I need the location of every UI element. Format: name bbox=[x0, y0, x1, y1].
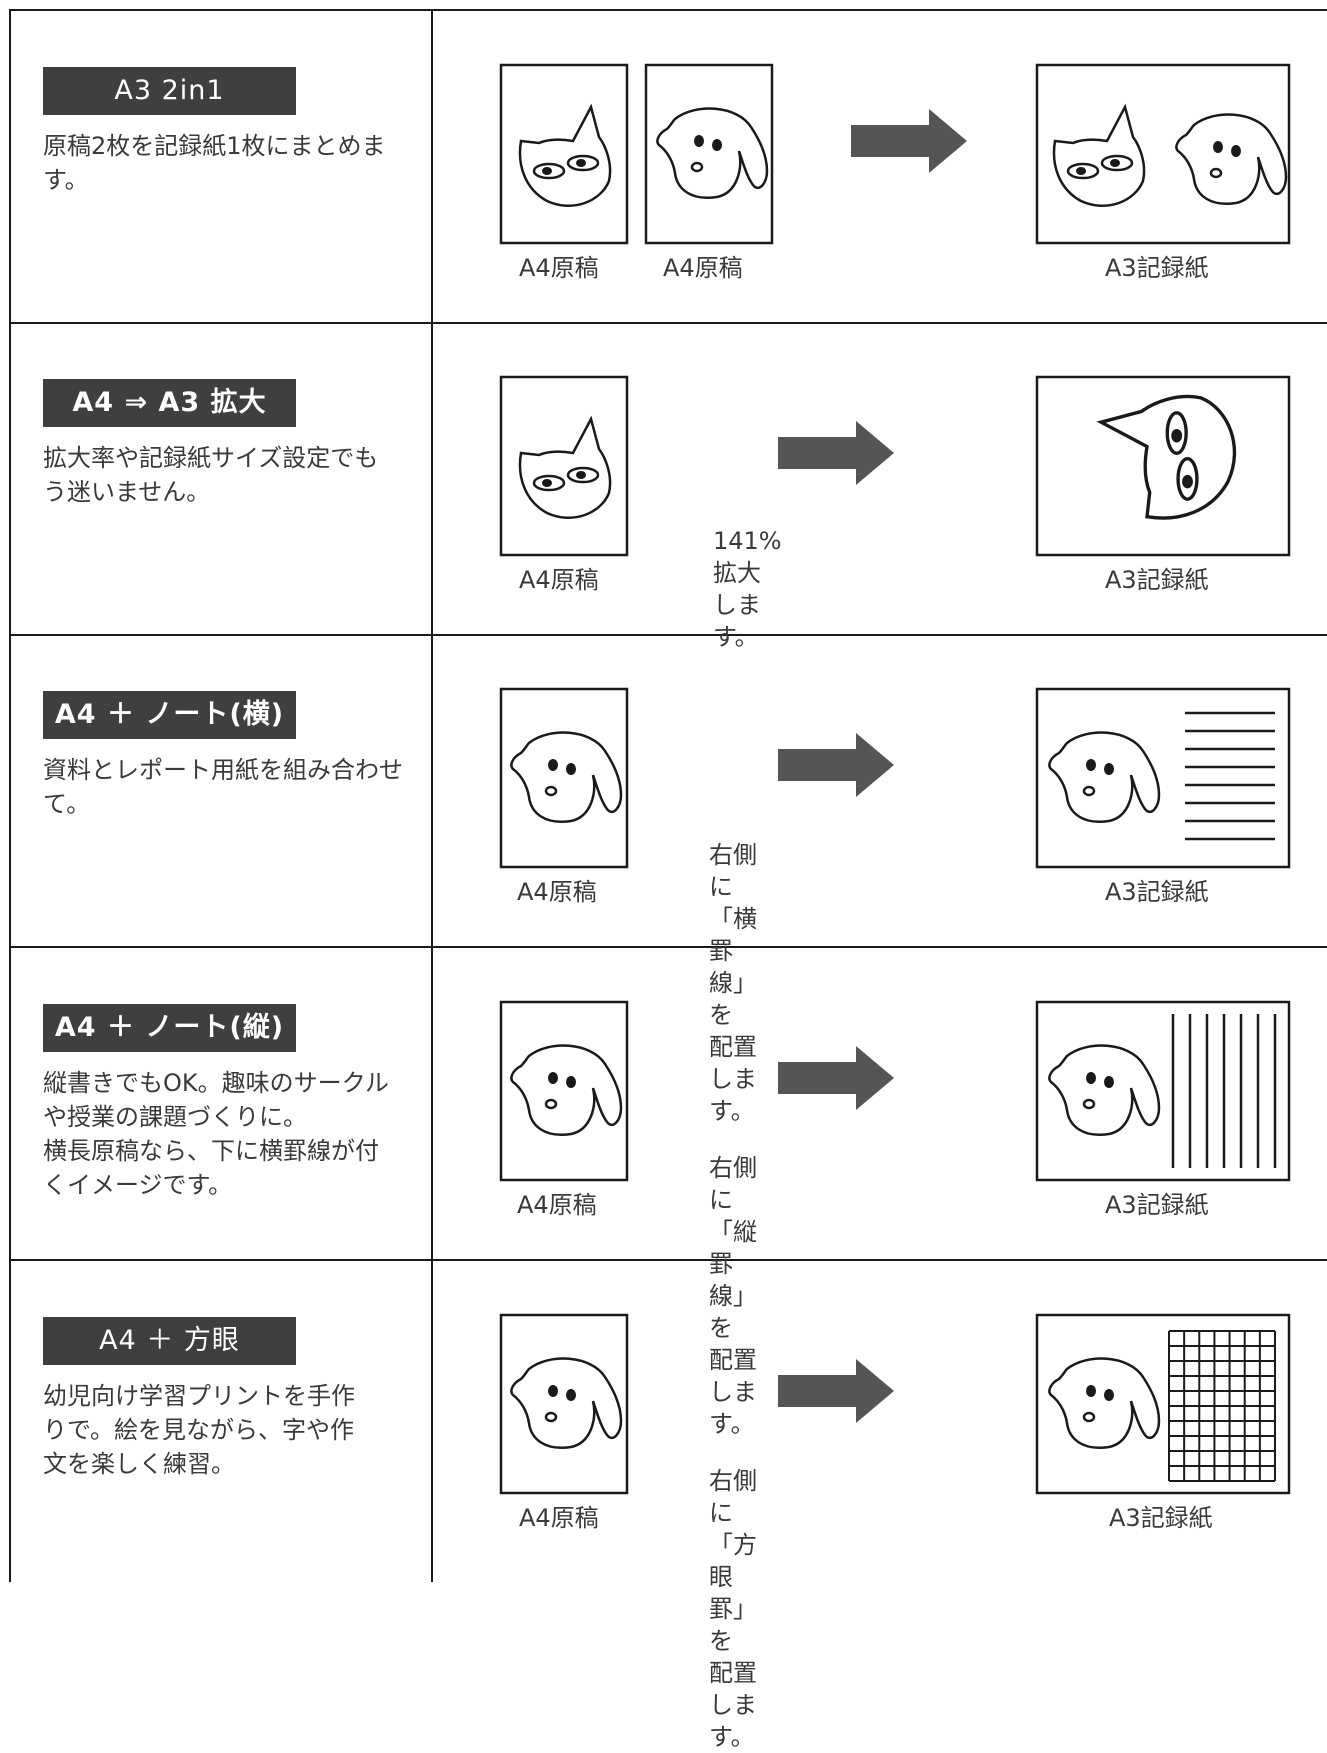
arrow-icon bbox=[778, 1046, 894, 1110]
feature-title: A4 ＋ ノート(横) bbox=[43, 691, 296, 739]
source-sheet bbox=[499, 375, 629, 557]
row-a4-note-vertical: A4 ＋ ノート(縦) 縦書きでもOK。趣味のサークルや授業の課題づくりに。 横… bbox=[0, 948, 1327, 1438]
feature-title: A4 ＋ 方眼 bbox=[43, 1317, 296, 1365]
layout-note: 右側に「横罫線」を 配置します。 bbox=[709, 841, 757, 1125]
source-label: A4原稿 bbox=[519, 566, 599, 594]
source-label: A4原稿 bbox=[663, 254, 743, 282]
vertical-ruled-lines bbox=[1171, 1014, 1277, 1168]
feature-description: 縦書きでもOK。趣味のサークルや授業の課題づくりに。 横長原稿なら、下に横罫線が… bbox=[43, 1069, 389, 1199]
feature-title: A3 2in1 bbox=[43, 67, 296, 115]
arrow-icon bbox=[778, 1359, 894, 1423]
output-label: A3記録紙 bbox=[1109, 1504, 1213, 1532]
output-sheet bbox=[1035, 1000, 1291, 1182]
output-label: A3記録紙 bbox=[1105, 254, 1209, 282]
arrow-icon bbox=[778, 733, 894, 797]
row-a3-2in1: A3 2in1 原稿2枚を記録紙1枚にまとめます。 A4原稿 A4原稿 A3記録… bbox=[0, 11, 1327, 324]
column-divider bbox=[431, 9, 433, 1582]
source-label: A4原稿 bbox=[519, 1504, 599, 1532]
source-label: A4原稿 bbox=[517, 1191, 597, 1219]
feature-description: 資料とレポート用紙を組み合わせて。 bbox=[43, 756, 403, 818]
feature-description: 拡大率や記録紙サイズ設定でもう迷いません。 bbox=[43, 444, 379, 506]
row-divider bbox=[9, 946, 1327, 948]
row-a4-grid: A4 ＋ 方眼 幼児向け学習プリントを手作りで。絵を見ながら、字や作文を楽しく練… bbox=[0, 1261, 1327, 1751]
feature-title: A4 ⇒ A3 拡大 bbox=[43, 379, 296, 427]
output-label: A3記録紙 bbox=[1105, 566, 1209, 594]
source-sheet bbox=[499, 63, 629, 245]
source-sheet bbox=[644, 63, 774, 245]
grid-ruled-lines bbox=[1168, 1330, 1276, 1482]
feature-description: 原稿2枚を記録紙1枚にまとめます。 bbox=[43, 132, 386, 194]
row-divider bbox=[9, 322, 1327, 324]
output-label: A3記録紙 bbox=[1105, 878, 1209, 906]
row-a4-note-horizontal: A4 ＋ ノート(横) 資料とレポート用紙を組み合わせて。 右側に「横罫線」を … bbox=[0, 635, 1327, 1125]
horizontal-ruled-lines bbox=[1185, 711, 1275, 841]
output-sheet bbox=[1035, 1313, 1291, 1495]
output-label: A3記録紙 bbox=[1105, 1191, 1209, 1219]
output-sheet bbox=[1035, 687, 1291, 869]
layout-note: 右側に「縦罫線」を 配置します。 bbox=[709, 1154, 757, 1438]
source-label: A4原稿 bbox=[519, 254, 599, 282]
source-sheet bbox=[499, 687, 629, 869]
output-sheet bbox=[1035, 375, 1291, 557]
source-sheet bbox=[499, 1000, 629, 1182]
row-divider bbox=[9, 634, 1327, 636]
source-sheet bbox=[499, 1313, 629, 1495]
feature-description: 幼児向け学習プリントを手作りで。絵を見ながら、字や作文を楽しく練習。 bbox=[43, 1382, 355, 1478]
arrow-icon bbox=[851, 109, 967, 173]
row-a4-a3-enlarge: A4 ⇒ A3 拡大 拡大率や記録紙サイズ設定でもう迷いません。 141%拡大し… bbox=[0, 323, 1327, 651]
feature-title: A4 ＋ ノート(縦) bbox=[43, 1004, 296, 1052]
layout-note: 右側に「方眼罫」を 配置します。 bbox=[709, 1467, 757, 1751]
feature-table bbox=[9, 9, 1327, 1582]
source-label: A4原稿 bbox=[517, 878, 597, 906]
row-divider bbox=[9, 1259, 1327, 1261]
output-sheet bbox=[1035, 63, 1291, 245]
enlarge-note: 141%拡大します。 bbox=[713, 527, 782, 651]
arrow-icon bbox=[778, 421, 894, 485]
